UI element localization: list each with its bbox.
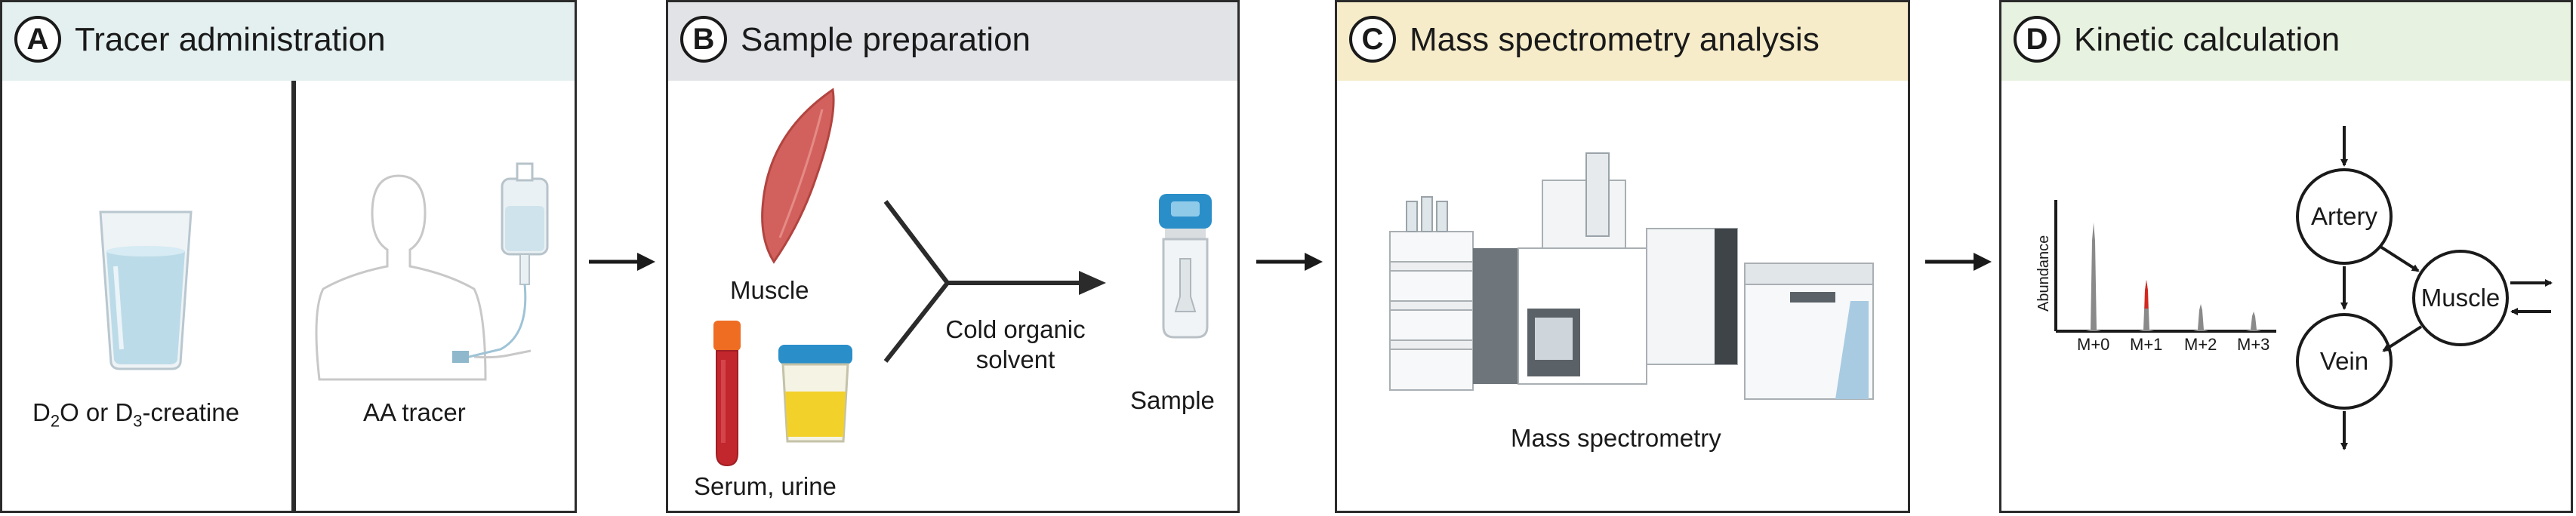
panel-letter-badge: A xyxy=(14,16,61,63)
panel-mass-spectrometry-analysis: C Mass spectrometry analysis Mass spectr… xyxy=(1335,0,1910,513)
tracer-aa-label: AA tracer xyxy=(363,398,466,426)
solvent-label: Cold organic solvent xyxy=(945,315,1086,373)
water-glass-icon xyxy=(99,210,193,370)
panel-sample-preparation: B Sample preparation Muscle Serum, urine… xyxy=(666,0,1240,513)
panel-title: Sample preparation xyxy=(741,21,1031,58)
merge-arrow xyxy=(883,200,1106,363)
artery-label: Artery xyxy=(2310,202,2377,230)
isotope-label-m1: M+1 xyxy=(2130,335,2163,354)
panel-title: Mass spectrometry analysis xyxy=(1410,21,1820,58)
isotope-label-m3: M+3 xyxy=(2237,335,2270,354)
peak-m3 xyxy=(2246,312,2261,331)
urine-cup-icon xyxy=(778,345,852,443)
muscle-icon xyxy=(761,88,835,264)
sample-label: Sample xyxy=(1130,386,1215,414)
isotope-label-m0: M+0 xyxy=(2077,335,2110,354)
isotope-label-m2: M+2 xyxy=(2184,335,2217,354)
blood-tube-icon xyxy=(713,321,741,467)
artery-node xyxy=(2296,168,2393,265)
panel-kinetic-calculation: D Kinetic calculation Abundance M+0 M+1 … xyxy=(1999,0,2573,513)
vein-label: Vein xyxy=(2319,347,2369,375)
panel-header: B Sample preparation xyxy=(668,2,1237,81)
peak-m0 xyxy=(2086,223,2101,331)
kinetic-model-diagram xyxy=(2296,126,2553,450)
spectrum-y-label: Abundance xyxy=(2035,235,2052,312)
panel-divider xyxy=(291,81,296,511)
vein-node xyxy=(2296,313,2393,410)
panel-title: Tracer administration xyxy=(75,21,386,58)
panel-letter-badge: D xyxy=(2014,16,2060,63)
flow-arrow-a-b xyxy=(589,253,655,271)
flow-arrow-b-c xyxy=(1256,253,1323,271)
peak-m1-highlight xyxy=(2144,280,2149,309)
panel-header: A Tracer administration xyxy=(2,2,575,81)
panel-letter-badge: B xyxy=(680,16,727,63)
muscle-node xyxy=(2412,250,2509,346)
tracer-heavy-water-label: D2O or D3-creatine xyxy=(32,398,239,431)
panel-header: D Kinetic calculation xyxy=(2001,2,2571,81)
person-iv-infusion-icon xyxy=(315,162,549,381)
instrument-label: Mass spectrometry xyxy=(1511,424,1721,452)
sample-vial-icon xyxy=(1159,194,1212,339)
isotope-spectrum: Abundance xyxy=(2035,200,2276,333)
panel-letter-badge: C xyxy=(1349,16,1396,63)
panel-title: Kinetic calculation xyxy=(2074,21,2340,58)
muscle-label: Muscle xyxy=(730,276,809,304)
peak-m2 xyxy=(2193,304,2208,331)
panel-header: C Mass spectrometry analysis xyxy=(1337,2,1908,81)
muscle-node-label: Muscle xyxy=(2420,284,2501,312)
serum-urine-label: Serum, urine xyxy=(694,472,837,500)
panel-tracer-administration: A Tracer administration D2O or D3-creati… xyxy=(0,0,577,513)
flow-arrow-c-d xyxy=(1925,253,1992,271)
mass-spectrometer-icon xyxy=(1389,152,1874,400)
